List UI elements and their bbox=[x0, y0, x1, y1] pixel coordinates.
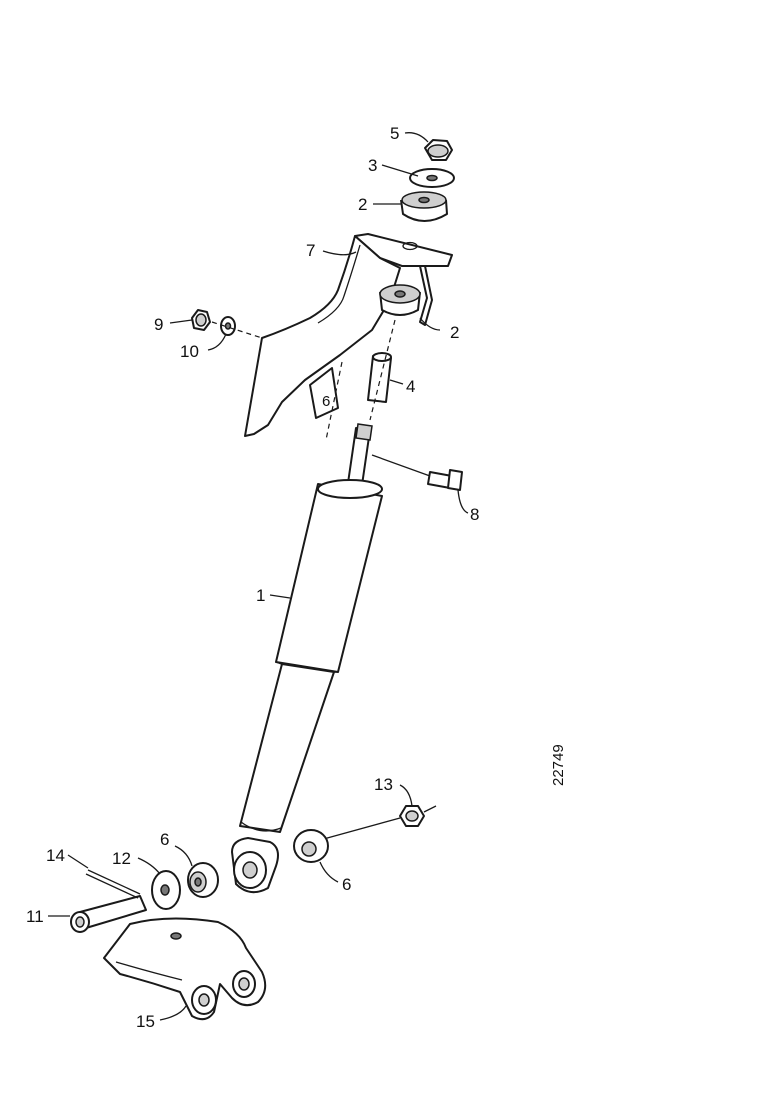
svg-text:6: 6 bbox=[322, 393, 330, 410]
part-3-washer bbox=[409, 168, 455, 188]
callout-2-upper: 2 bbox=[358, 195, 367, 214]
assembly-line-rod bbox=[369, 319, 396, 421]
callout-11: 11 bbox=[26, 907, 44, 926]
callout-2-lower: 2 bbox=[450, 323, 459, 342]
part-14-split-pin bbox=[85, 869, 141, 899]
part-1-shock-absorber bbox=[231, 423, 383, 894]
assembly-line bbox=[325, 361, 343, 441]
assembly-line-bracket-bolt bbox=[211, 321, 263, 339]
assembly-line-lower-axis bbox=[319, 817, 401, 841]
callout-9: 9 bbox=[154, 315, 163, 334]
part-2-lower-bushing bbox=[379, 284, 421, 316]
callout-4: 4 bbox=[406, 377, 415, 396]
part-11-pin bbox=[70, 895, 147, 933]
callout-labels: 5 3 2 7 2 4 8 9 10 1 13 6 6 12 14 11 15 bbox=[26, 124, 479, 1031]
callout-6-left: 6 bbox=[160, 830, 169, 849]
drawing-reference-number: 22749 bbox=[550, 744, 567, 786]
part-12-washer bbox=[151, 870, 181, 910]
callout-6-right: 6 bbox=[342, 875, 351, 894]
callout-8: 8 bbox=[470, 505, 479, 524]
part-5-nut bbox=[424, 139, 453, 161]
callout-1: 1 bbox=[256, 586, 265, 605]
callout-14: 14 bbox=[46, 846, 65, 865]
callout-7: 7 bbox=[306, 241, 315, 260]
part-8-bolt bbox=[371, 454, 463, 491]
leader-lines bbox=[48, 132, 469, 1021]
part-15-lower-bracket bbox=[103, 917, 267, 1021]
part-9-nut bbox=[191, 309, 211, 331]
part-13-nut bbox=[399, 805, 437, 827]
callout-3: 3 bbox=[368, 156, 377, 175]
part-4-spacer-sleeve bbox=[367, 352, 392, 403]
part-6-right-bushing bbox=[293, 829, 329, 863]
callout-13: 13 bbox=[374, 775, 393, 794]
callout-15: 15 bbox=[136, 1012, 155, 1031]
part-7-mounting-bracket: 6 bbox=[244, 233, 453, 437]
part-6-left-bushing bbox=[187, 862, 219, 898]
callout-5: 5 bbox=[390, 124, 399, 143]
callout-12: 12 bbox=[112, 849, 131, 868]
part-2-upper-bushing bbox=[400, 191, 448, 222]
part-10-washer bbox=[220, 316, 236, 336]
callout-10: 10 bbox=[180, 342, 199, 361]
